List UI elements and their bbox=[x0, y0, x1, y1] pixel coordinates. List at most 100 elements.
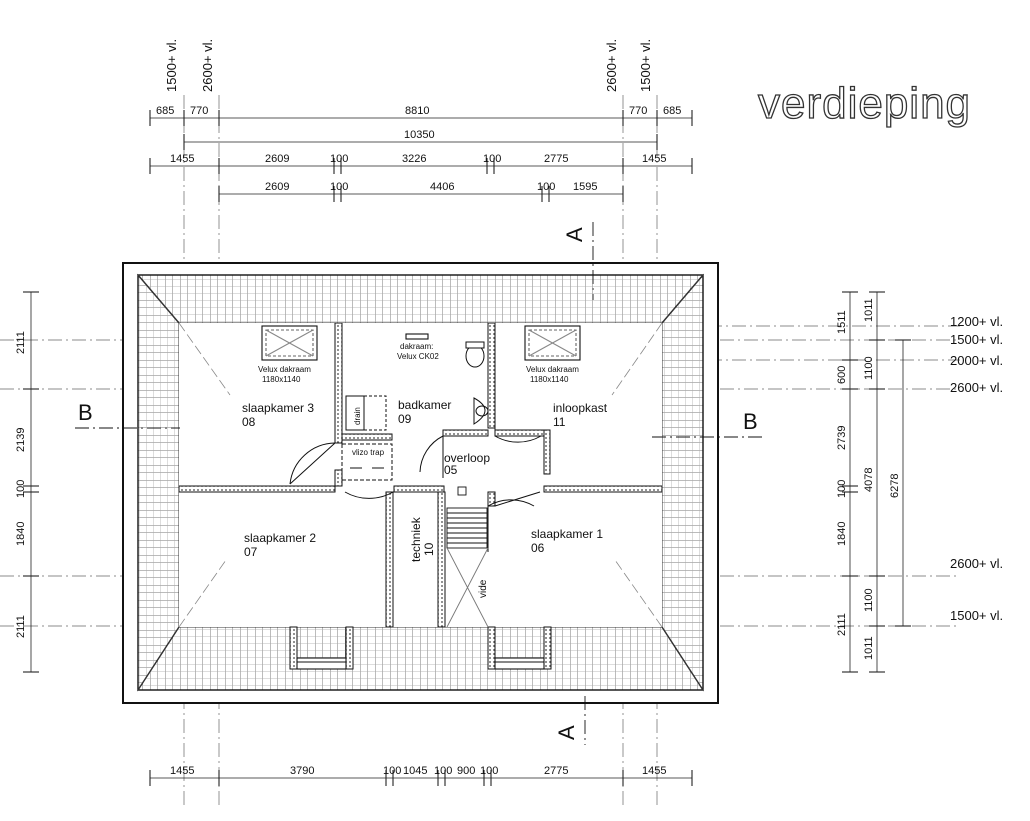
dim-value: 10350 bbox=[404, 129, 435, 141]
right-dimensions bbox=[842, 291, 911, 673]
room-name: overloop bbox=[444, 451, 490, 465]
walls bbox=[178, 322, 663, 670]
level-label: 2600+ vl. bbox=[604, 39, 619, 92]
level-label: 1500+ vl. bbox=[164, 39, 179, 92]
door-swings bbox=[289, 390, 542, 552]
bathroom-fixtures bbox=[345, 341, 489, 431]
room-name: badkamer bbox=[398, 398, 451, 412]
bottom-dimension-values: 1455 3790 100 1045 100 900 100 2775 1455 bbox=[170, 765, 666, 777]
section-a-top: A bbox=[562, 227, 587, 242]
dim-value: 1455 bbox=[170, 153, 194, 165]
level-label: 2600+ vl. bbox=[950, 556, 1003, 571]
level-label: 2600+ vl. bbox=[950, 380, 1003, 395]
velux-label: Velux dakraam bbox=[258, 365, 311, 374]
room-number: 09 bbox=[398, 412, 412, 426]
bottom-dimensions bbox=[149, 770, 693, 786]
dim-value: 685 bbox=[663, 105, 681, 117]
dim-value: 1511 bbox=[836, 310, 848, 334]
hip-lines bbox=[178, 322, 663, 628]
dakraam-label: dakraam: bbox=[400, 342, 433, 351]
dim-value: 1840 bbox=[836, 522, 848, 546]
dim-value: 100 bbox=[15, 480, 27, 498]
right-level-labels: 1200+ vl. 1500+ vl. 2000+ vl. 2600+ vl. … bbox=[950, 314, 1003, 623]
floor-area bbox=[179, 323, 662, 627]
room-number: 11 bbox=[553, 415, 566, 429]
dim-value: 100 bbox=[483, 153, 501, 165]
drain-label: drain bbox=[353, 407, 362, 425]
level-label: 2600+ vl. bbox=[200, 39, 215, 92]
dim-value: 100 bbox=[537, 181, 555, 193]
loft-ladder bbox=[341, 443, 393, 481]
dim-value: 1045 bbox=[403, 765, 427, 777]
dim-value: 2111 bbox=[15, 615, 27, 638]
dim-value: 770 bbox=[190, 105, 208, 117]
velux-size: 1180x1140 bbox=[262, 375, 301, 384]
dim-value: 2775 bbox=[544, 765, 568, 777]
dim-value: 3226 bbox=[402, 153, 426, 165]
section-markers: A A B B bbox=[78, 227, 758, 740]
room-labels: slaapkamer 3 08 badkamer 09 inloopkast 1… bbox=[242, 398, 608, 562]
velux-size: 1180x1140 bbox=[530, 375, 569, 384]
dim-value: 1011 bbox=[863, 636, 875, 660]
vide-label: vide bbox=[478, 579, 489, 598]
dim-value: 2609 bbox=[265, 153, 289, 165]
dim-value: 1455 bbox=[642, 765, 666, 777]
dim-value: 2609 bbox=[265, 181, 289, 193]
section-a-bottom: A bbox=[554, 725, 579, 740]
dim-value: 100 bbox=[836, 480, 848, 498]
dim-value: 2775 bbox=[544, 153, 568, 165]
left-dimensions bbox=[23, 291, 39, 673]
vlizo-label: vlizo trap bbox=[352, 448, 385, 457]
annotations: Velux dakraam 1180x1140 Velux dakraam 11… bbox=[258, 342, 579, 598]
room-number: 06 bbox=[531, 541, 545, 555]
dormer-windows bbox=[296, 657, 545, 670]
dakraam-type: Velux CK02 bbox=[397, 352, 439, 361]
dim-value: 600 bbox=[836, 366, 848, 384]
dim-value: 100 bbox=[383, 765, 401, 777]
dim-value: 685 bbox=[156, 105, 174, 117]
dim-value: 1100 bbox=[863, 356, 875, 380]
dim-value: 100 bbox=[434, 765, 452, 777]
velux-label: Velux dakraam bbox=[526, 365, 579, 374]
dim-value: 6278 bbox=[889, 474, 901, 498]
room-number: 08 bbox=[242, 415, 256, 429]
level-label: 1500+ vl. bbox=[950, 608, 1003, 623]
top-dimensions bbox=[149, 110, 693, 202]
right-dimension-values: 1511 600 2739 100 1840 2111 1011 1100 40… bbox=[836, 298, 901, 660]
dim-value: 900 bbox=[457, 765, 475, 777]
top-dimension-values: 685 770 8810 770 685 10350 1455 2609 100… bbox=[156, 105, 681, 193]
room-name: slaapkamer 1 bbox=[531, 527, 603, 541]
dim-value: 3790 bbox=[290, 765, 314, 777]
dim-value: 4078 bbox=[863, 468, 875, 492]
dim-value: 1455 bbox=[170, 765, 194, 777]
dim-value: 8810 bbox=[405, 105, 429, 117]
drawing-title: verdieping bbox=[758, 79, 971, 128]
dim-value: 1100 bbox=[863, 588, 875, 612]
room-number: 07 bbox=[244, 545, 258, 559]
room-number: 10 bbox=[422, 542, 436, 556]
room-number: 05 bbox=[444, 463, 458, 477]
room-name: slaapkamer 3 bbox=[242, 401, 314, 415]
dim-value: 100 bbox=[480, 765, 498, 777]
dim-value: 100 bbox=[330, 181, 348, 193]
roof-tiles bbox=[136, 273, 705, 692]
left-dimension-values: 2111 2139 100 1840 2111 bbox=[15, 331, 27, 638]
dim-value: 1455 bbox=[642, 153, 666, 165]
dim-value: 1840 bbox=[15, 522, 27, 546]
level-label: 1500+ vl. bbox=[950, 332, 1003, 347]
dim-value: 2739 bbox=[836, 426, 848, 450]
velux-windows bbox=[261, 325, 581, 361]
dim-value: 1595 bbox=[573, 181, 597, 193]
section-b-right: B bbox=[743, 409, 758, 434]
dim-value: 1011 bbox=[863, 298, 875, 322]
level-label: 1500+ vl. bbox=[638, 39, 653, 92]
dim-value: 2139 bbox=[15, 428, 27, 452]
section-lines bbox=[75, 222, 765, 745]
room-name: inloopkast bbox=[553, 401, 608, 415]
dim-value: 770 bbox=[629, 105, 647, 117]
section-b-left: B bbox=[78, 400, 93, 425]
hatch-icon bbox=[457, 486, 467, 496]
level-label: 2000+ vl. bbox=[950, 353, 1003, 368]
sink-icon bbox=[473, 397, 486, 425]
